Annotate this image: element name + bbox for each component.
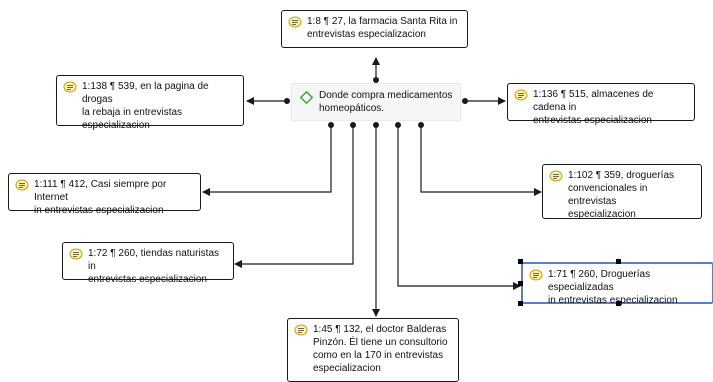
resize-handle-bottom-left[interactable] (518, 301, 523, 306)
quotation-text-line2: entrevistas especializacion (88, 274, 207, 285)
quotation-node-q1[interactable]: 1:8 ¶ 27, la farmacia Santa Rita in entr… (281, 10, 468, 48)
quotation-text-line1: 1:102 ¶ 359, droguerías (568, 170, 675, 181)
quotation-text-line2: entrevistas especializacion (533, 115, 652, 126)
quotation-text-line3: como en la 170 in entrevistas (313, 350, 444, 361)
quotation-text-line1: 1:71 ¶ 260, Droguerías especializadas (548, 269, 651, 293)
quotation-text-line1: 1:8 ¶ 27, la farmacia Santa Rita in (307, 16, 458, 27)
link-q6 (234, 125, 354, 268)
quotation-text-line1: 1:136 ¶ 515, almacenes de cadena in (533, 89, 654, 113)
quotation-text-line2: in entrevistas especializacion (548, 295, 678, 306)
link-q7-start (395, 122, 401, 128)
quotation-icon (514, 89, 528, 101)
resize-handle-middle-left[interactable] (518, 281, 523, 286)
quotation-text-line2: entrevistas especializacion (307, 29, 426, 40)
quotation-node-q5[interactable]: 1:102 ¶ 359, droguerías convencionales i… (542, 164, 702, 220)
link-q7 (397, 125, 521, 290)
quotation-icon (15, 179, 29, 191)
quotation-text-line2: la rebaja in entrevistas (82, 107, 183, 118)
link-q5 (420, 125, 542, 196)
quotation-text-line2: Pinzón. Él tiene un consultorio (313, 337, 448, 348)
code-node-donde-compra[interactable]: Donde compra medicamentos homeopáticos. (291, 83, 461, 121)
code-label-line1: Donde compra medicamentos (319, 90, 453, 101)
resize-handle-bottom-center[interactable] (616, 301, 621, 306)
quotation-node-q8[interactable]: 1:45 ¶ 132, el doctor Balderas Pinzón. É… (287, 318, 459, 382)
quotation-node-q3[interactable]: 1:136 ¶ 515, almacenes de cadena in entr… (507, 83, 695, 126)
quotation-text-line2: in entrevistas especializacion (34, 205, 164, 216)
quotation-icon (69, 248, 83, 260)
quotation-text-line1: 1:72 ¶ 260, tiendas naturistas in (88, 248, 220, 272)
quotation-text-line1: 1:138 ¶ 539, en la pagina de drogas (82, 81, 209, 105)
link-q3-start (462, 98, 468, 104)
resize-handle-top-left[interactable] (518, 259, 523, 264)
quotation-icon (549, 170, 563, 182)
quotation-text-line3: especializacion (82, 120, 150, 131)
quotation-text-line4: especializacion (313, 363, 381, 374)
link-q4-start (328, 122, 334, 128)
link-q8-start (373, 122, 379, 128)
link-q4 (202, 125, 332, 196)
diamond-code-icon (300, 91, 313, 104)
quotation-node-q7[interactable]: 1:71 ¶ 260, Droguerías especializadas in… (521, 262, 713, 306)
link-q1-start (373, 77, 379, 83)
code-label-line2: homeopáticos. (319, 103, 385, 114)
quotation-text-line2: convencionales in entrevistas (568, 183, 648, 207)
link-q5-start (418, 122, 424, 128)
quotation-text-line1: 1:45 ¶ 132, el doctor Balderas (313, 324, 447, 335)
quotation-icon (294, 324, 308, 336)
quotation-text-line3: especializacion (568, 209, 636, 220)
link-q2-start (284, 98, 290, 104)
quotation-icon (288, 16, 302, 28)
quotation-icon (529, 269, 543, 281)
resize-handle-top-center[interactable] (616, 259, 621, 264)
quotation-text-line1: 1:111 ¶ 412, Casi siempre por Internet (34, 179, 167, 203)
quotation-node-q4[interactable]: 1:111 ¶ 412, Casi siempre por Internet i… (8, 173, 201, 216)
quotation-icon (63, 81, 77, 93)
quotation-node-q2[interactable]: 1:138 ¶ 539, en la pagina de drogas la r… (56, 75, 244, 131)
link-q6-start (350, 122, 356, 128)
quotation-node-q6[interactable]: 1:72 ¶ 260, tiendas naturistas in entrev… (62, 242, 234, 285)
